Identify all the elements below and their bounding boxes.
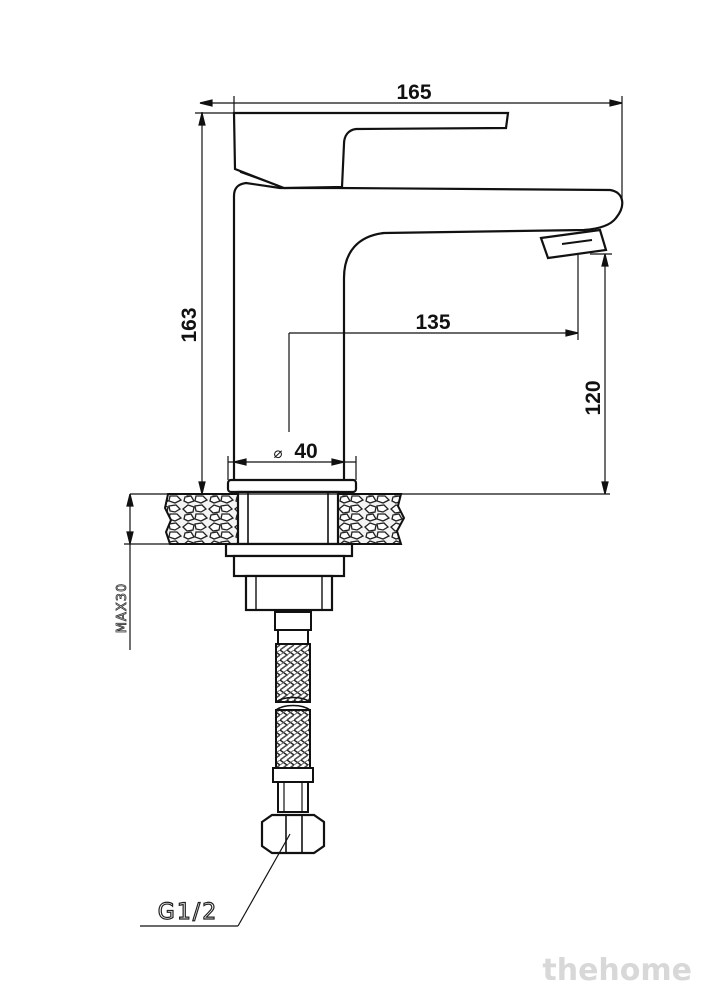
- dimension-165-label: 165: [396, 81, 431, 104]
- hose-braid-upper: [275, 643, 311, 703]
- mounting-nut: [232, 554, 346, 578]
- watermark-logo: thehome: [542, 953, 692, 988]
- mounting-stud: [244, 574, 334, 612]
- thread-g12-label: G1/2: [158, 900, 218, 925]
- dimension-lines: [124, 96, 623, 927]
- mounting-shank: [236, 490, 340, 546]
- faucet-body: [226, 181, 624, 494]
- hose-bottom-ferrule: [272, 767, 314, 783]
- flexible-hose: [260, 611, 326, 855]
- countertop-right-section: [337, 493, 406, 545]
- max30-label: MAX30: [115, 583, 130, 634]
- body-base-ring: [226, 478, 358, 494]
- hose-top-fitting: [274, 611, 312, 631]
- mounting-assembly: [224, 490, 354, 612]
- dimension-135-label: 135: [415, 311, 450, 334]
- faucet-body-outline: [232, 181, 624, 486]
- dimension-163-label: 163: [178, 307, 201, 342]
- dimension-120-label: 120: [582, 380, 605, 415]
- diameter-symbol: ⌀: [273, 444, 282, 462]
- hose-hex-nut: [260, 813, 326, 855]
- mounting-washer: [224, 542, 354, 558]
- countertop-left-section: [163, 493, 239, 545]
- lever-handle: [232, 111, 510, 190]
- aerator: [539, 228, 608, 260]
- dimension-40-label: 40: [294, 440, 317, 463]
- lever-handle-outline: [232, 111, 510, 190]
- hose-braid-lower: [275, 709, 311, 769]
